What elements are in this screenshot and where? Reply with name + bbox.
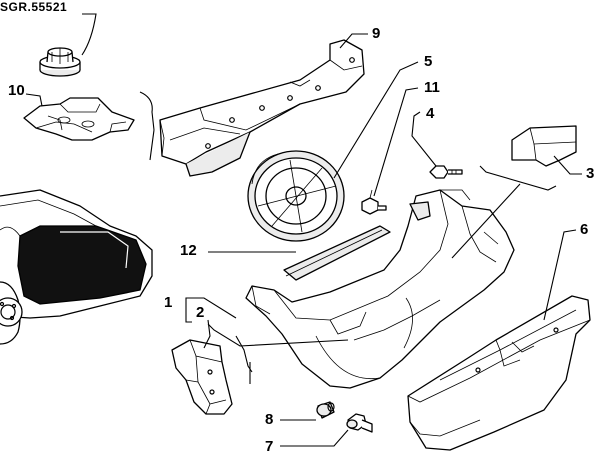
weatherstrip-seal [283, 225, 391, 281]
callout-10: 10 [8, 82, 25, 99]
callout-8: 8 [265, 411, 273, 428]
callout-6: 6 [580, 221, 588, 238]
side-bracket [171, 339, 233, 415]
callout-2: 2 [196, 304, 204, 321]
leader-plug [81, 13, 97, 56]
plastic-plug [39, 47, 81, 77]
luggage-compartment-floor [245, 189, 515, 389]
callout-1: 1 [164, 294, 172, 311]
car-rear-outline [0, 189, 153, 345]
reference-code: SGR.55521 [0, 0, 67, 14]
rear-panel-trim [407, 295, 591, 451]
callout-3: 3 [586, 165, 594, 182]
callout-4: 4 [426, 105, 435, 122]
bolt [361, 189, 387, 215]
spare-wheel [247, 150, 345, 242]
corner-trim [511, 125, 577, 167]
callout-9: 9 [372, 25, 380, 42]
callout-11: 11 [424, 79, 440, 96]
callout-5: 5 [424, 53, 432, 70]
boot-bracket [23, 97, 135, 141]
callout-7: 7 [265, 438, 273, 455]
rubber-bumper [316, 401, 335, 419]
callout-12: 12 [180, 242, 197, 259]
crossmember [159, 39, 365, 177]
threaded-stud [346, 413, 373, 433]
screw [429, 165, 463, 179]
